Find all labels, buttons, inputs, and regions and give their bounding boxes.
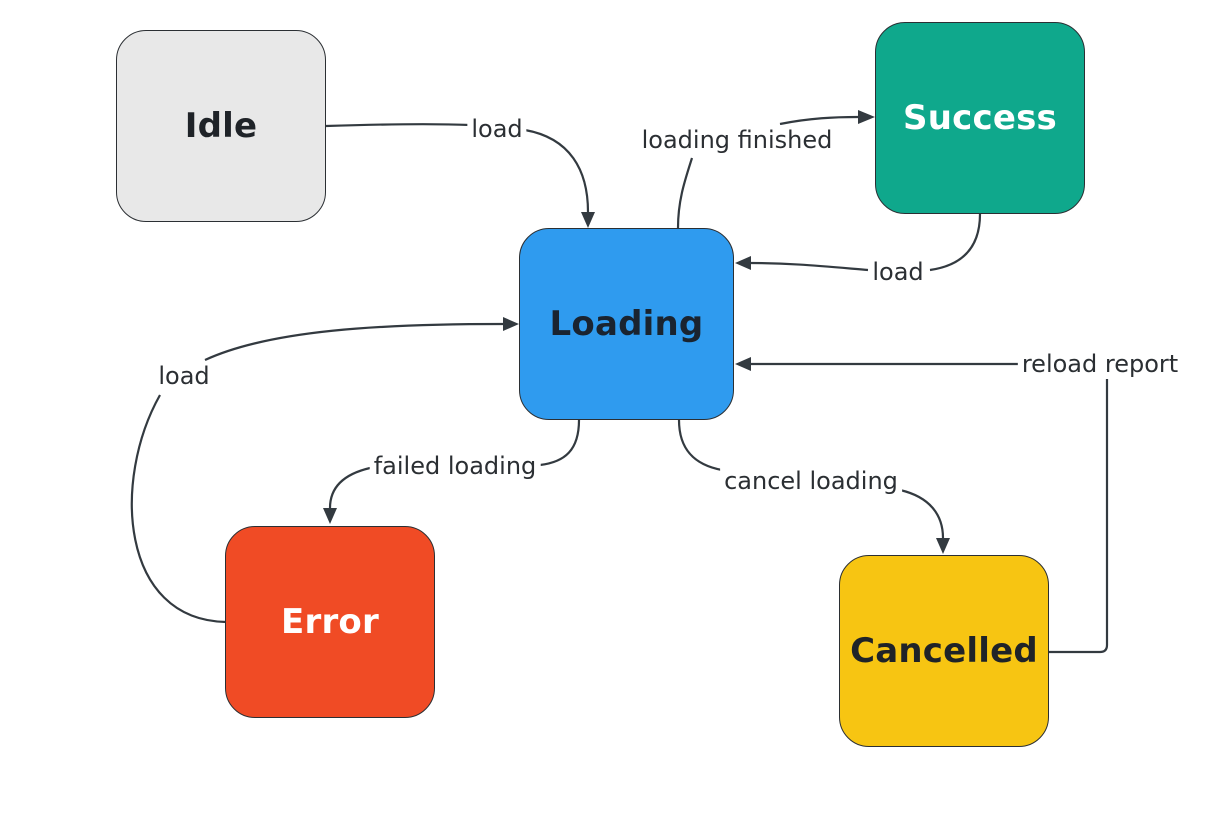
state-loading-label: Loading: [549, 304, 704, 344]
transition-label-cancel-loading: cancel loading: [720, 466, 902, 496]
edge-success-to-loading: [749, 213, 982, 272]
edge-loading-to-success: [676, 115, 859, 229]
arrowhead-success-to-loading: [735, 256, 751, 270]
state-idle-label: Idle: [184, 106, 258, 146]
state-cancelled-label: Cancelled: [850, 631, 1038, 671]
transition-label-success-load: load: [868, 257, 928, 287]
state-success-label: Success: [903, 98, 1057, 138]
arrowhead-cancelled-to-loading: [735, 357, 751, 371]
state-loading[interactable]: Loading: [519, 228, 734, 420]
transition-label-idle-load: load: [467, 114, 527, 144]
transition-label-reload-report: reload report: [1017, 349, 1183, 379]
state-error[interactable]: Error: [225, 526, 435, 718]
transition-label-error-load: load: [154, 361, 214, 391]
edge-loading-to-cancelled: [677, 419, 945, 539]
edge-loading-to-error: [328, 419, 581, 509]
arrowhead-idle-to-loading: [581, 212, 595, 228]
transition-label-loading-finished: loading finished: [637, 125, 837, 155]
arrowhead-loading-to-success: [858, 110, 875, 124]
edge-cancelled-to-loading: [751, 362, 1109, 654]
state-cancelled[interactable]: Cancelled: [839, 555, 1049, 747]
state-error-label: Error: [281, 602, 379, 642]
transition-label-failed-loading: failed loading: [369, 451, 541, 481]
arrowhead-error-to-loading: [503, 317, 519, 331]
arrowhead-loading-to-error: [323, 508, 337, 524]
arrowhead-loading-to-cancelled: [936, 538, 950, 554]
state-success[interactable]: Success: [875, 22, 1085, 214]
state-idle[interactable]: Idle: [116, 30, 326, 222]
edge-error-to-loading: [130, 322, 504, 624]
edge-idle-to-loading: [325, 123, 590, 213]
